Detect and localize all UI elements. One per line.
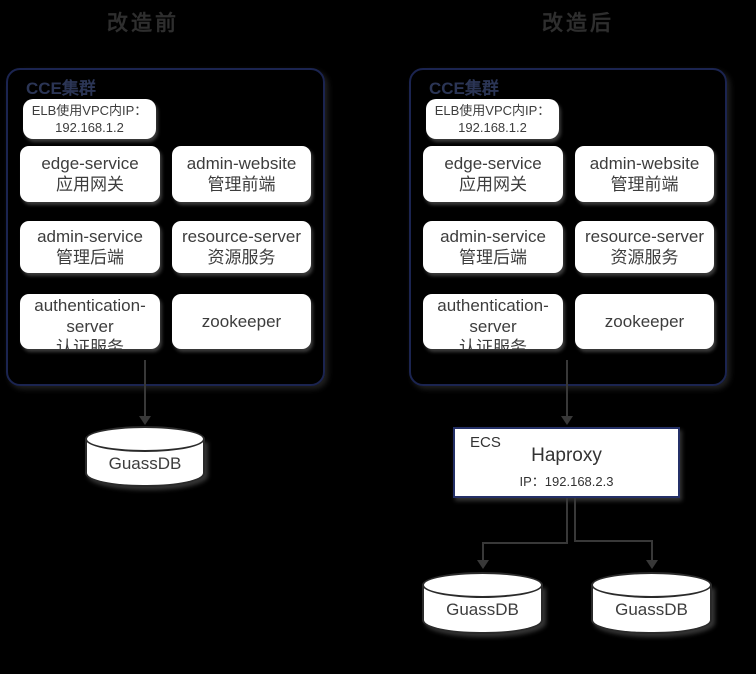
elb-note-line1: ELB使用VPC内IP：: [434, 103, 551, 118]
connector-db-right-tail: [651, 540, 653, 561]
service-name-en: zookeeper: [201, 312, 282, 331]
service-name-en: authentication-server: [34, 296, 146, 336]
service-resource-server: resource-server 资源服务: [172, 221, 311, 273]
arrow-down-icon: [139, 416, 151, 425]
haproxy-ip: IP：192.168.2.3: [519, 474, 614, 489]
connector-ecs-to-db-right-arm: [574, 540, 653, 542]
service-name-zh: 认证服务: [56, 338, 124, 349]
service-name-zh: 认证服务: [459, 338, 527, 349]
db-label: GuassDB: [615, 600, 688, 619]
connector-cluster-to-ecs: [566, 360, 568, 417]
arrow-down-icon: [477, 560, 489, 569]
service-name-zh: 管理前端: [610, 175, 679, 194]
db-cylinder-top: [85, 426, 205, 452]
db-cylinder-before: GuassDB: [85, 426, 205, 487]
title-after: 改造后: [542, 12, 614, 35]
service-authentication-server: authentication-server 认证服务: [423, 294, 563, 349]
elb-note-line2: 192.168.1.2: [458, 120, 527, 135]
service-name-en: resource-server: [181, 227, 302, 246]
elb-note: ELB使用VPC内IP： 192.168.1.2: [23, 99, 156, 139]
service-name-en: edge-service: [444, 154, 542, 173]
service-name-zh: 资源服务: [610, 248, 679, 267]
elb-note-line2: 192.168.1.2: [55, 120, 124, 135]
service-name-zh: 资源服务: [207, 248, 276, 267]
service-admin-website: admin-website 管理前端: [575, 146, 714, 202]
service-name-zh: 应用网关: [56, 175, 124, 194]
connector-ecs-to-db-left-arm: [482, 542, 568, 544]
service-name-en: resource-server: [584, 227, 705, 246]
service-admin-service: admin-service 管理后端: [423, 221, 563, 273]
service-resource-server: resource-server 资源服务: [575, 221, 714, 273]
service-edge-service: edge-service 应用网关: [423, 146, 563, 202]
db-label: GuassDB: [446, 600, 519, 619]
arrow-down-icon: [561, 416, 573, 425]
service-name-zh: 应用网关: [459, 175, 527, 194]
service-name-en: admin-website: [186, 154, 297, 173]
cluster-label: CCE集群: [26, 79, 96, 98]
db-cylinder-top: [422, 572, 543, 598]
service-name-zh: 管理后端: [459, 248, 527, 267]
service-name-en: admin-service: [37, 227, 143, 246]
cluster-label: CCE集群: [429, 79, 499, 98]
connector-db-left-tail: [482, 542, 484, 561]
db-cylinder-after-left: GuassDB: [422, 572, 543, 634]
db-label: GuassDB: [108, 454, 182, 473]
service-zookeeper: zookeeper: [172, 294, 311, 349]
elb-note: ELB使用VPC内IP： 192.168.1.2: [426, 99, 559, 139]
ecs-label: ECS: [470, 434, 501, 451]
cce-cluster-before: CCE集群 ELB使用VPC内IP： 192.168.1.2 edge-serv…: [6, 68, 325, 386]
service-admin-website: admin-website 管理前端: [172, 146, 311, 202]
elb-note-line1: ELB使用VPC内IP：: [31, 103, 148, 118]
service-edge-service: edge-service 应用网关: [20, 146, 160, 202]
title-before: 改造前: [107, 12, 179, 35]
connector-cluster-to-db-before: [144, 360, 146, 417]
cce-cluster-after: CCE集群 ELB使用VPC内IP： 192.168.1.2 edge-serv…: [409, 68, 727, 386]
service-name-en: admin-service: [440, 227, 546, 246]
service-name-en: edge-service: [41, 154, 139, 173]
connector-ecs-to-db-right-drop: [574, 498, 576, 540]
db-cylinder-after-right: GuassDB: [591, 572, 712, 634]
service-name-en: zookeeper: [604, 312, 685, 331]
service-name-en: authentication-server: [437, 296, 549, 336]
service-name-en: admin-website: [589, 154, 700, 173]
service-zookeeper: zookeeper: [575, 294, 714, 349]
ecs-box: ECS Haproxy IP：192.168.2.3: [453, 427, 680, 498]
db-cylinder-top: [591, 572, 712, 598]
service-authentication-server: authentication-server 认证服务: [20, 294, 160, 349]
service-name-zh: 管理后端: [56, 248, 124, 267]
service-name-zh: 管理前端: [207, 175, 276, 194]
haproxy-label: Haproxy: [531, 445, 602, 466]
service-admin-service: admin-service 管理后端: [20, 221, 160, 273]
arrow-down-icon: [646, 560, 658, 569]
connector-ecs-to-db-left-drop: [566, 498, 568, 544]
